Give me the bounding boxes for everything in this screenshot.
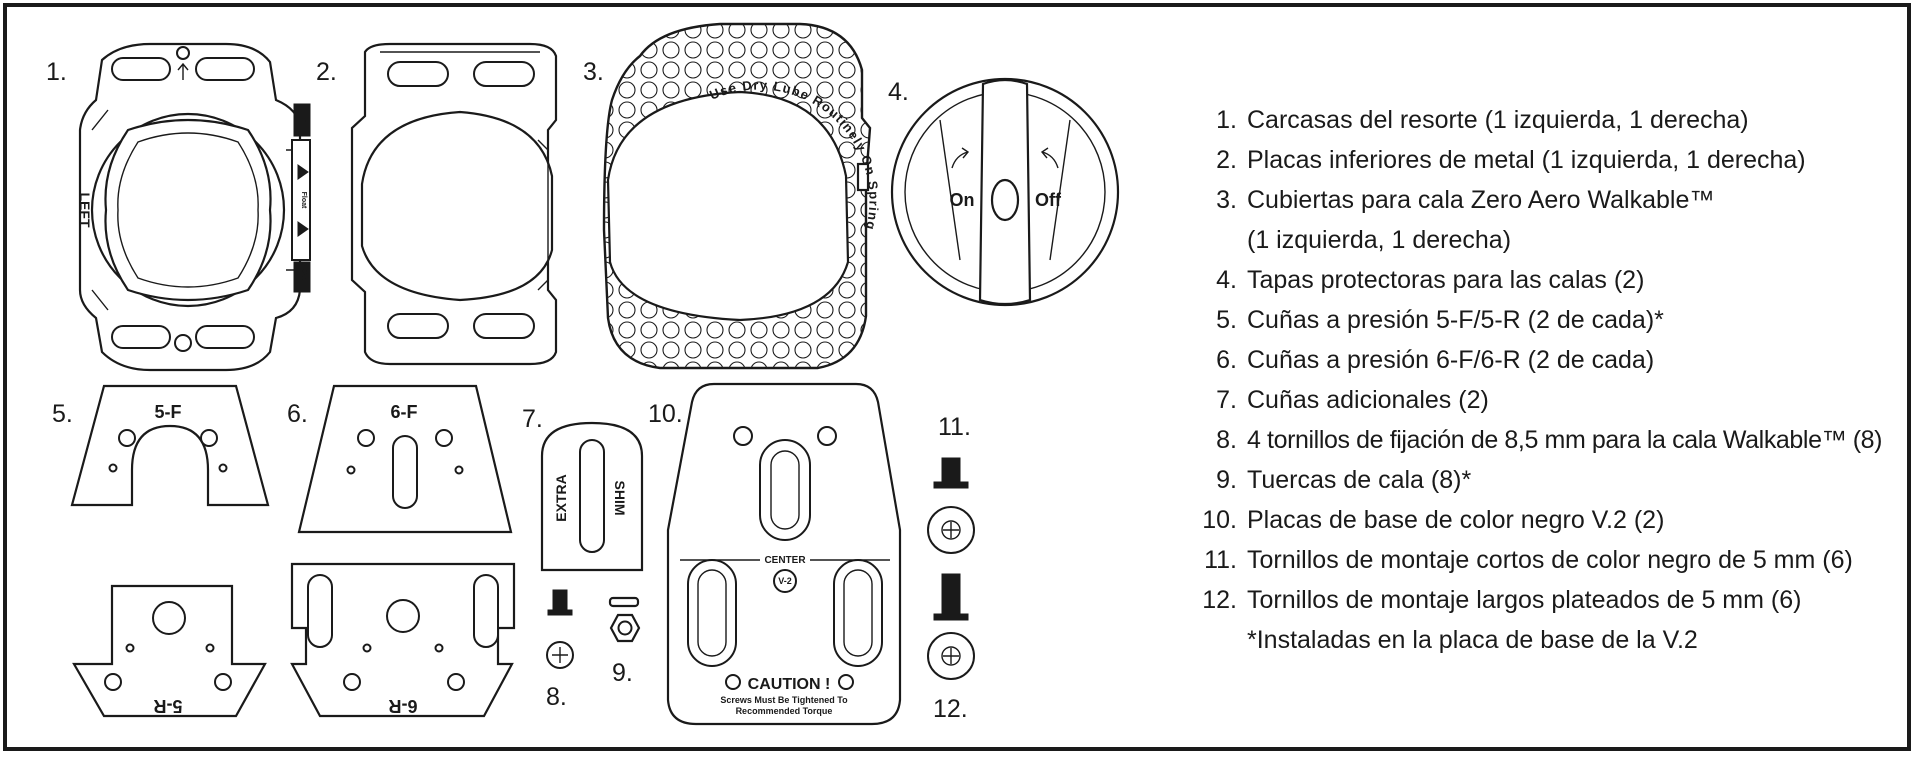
legend-item-number: 4. [1216, 266, 1237, 294]
legend-item-number: 2. [1216, 146, 1237, 174]
legend-item: 5. Cuñas a presión 5-F/5-R (2 de cada)* [1185, 300, 1905, 340]
short-black-screw [927, 457, 975, 554]
parts-legend: 1. Carcasas del resorte (1 izquierda, 1 d… [1185, 100, 1905, 660]
legend-item: 2. Placas inferiores de metal (1 izquierd… [1185, 140, 1905, 180]
legend-item-text: 4 tornillos de fijación de 8,5 mm para l… [1247, 426, 1883, 454]
shim-5r-label: 5-R [153, 696, 182, 716]
float-in-label: In [300, 117, 307, 123]
legend-item-number: 3. [1216, 186, 1237, 214]
legend-footnote-row: *Instaladas en la placa de base de la V.… [1185, 620, 1905, 660]
diagram-frame [3, 3, 1911, 751]
legend-item-text: Cuñas a presión 6-F/6-R (2 de cada) [1247, 346, 1655, 374]
walkable-cover: Use Dry Lube Routinely On Spring [602, 22, 880, 370]
legend-item-number: 6. [1216, 346, 1237, 374]
part-number-12: 12. [933, 695, 968, 723]
legend-item-text: Cubiertas para cala Zero Aero Walkable™ [1247, 186, 1715, 214]
legend-item: 12. Tornillos de montaje largos plateados… [1185, 580, 1905, 620]
center-label: CENTER [764, 555, 806, 566]
legend-item-text: Carcasas del resorte (1 izquierda, 1 der… [1247, 106, 1749, 134]
spring-housing: LEFT In Float Out [77, 42, 311, 372]
off-label: Off [1035, 190, 1062, 210]
on-label: On [950, 190, 975, 210]
part-number-11: 11. [938, 413, 971, 441]
legend-item-text: Cuñas a presión 5-F/5-R (2 de cada)* [1247, 306, 1664, 334]
legend-item: 1. Carcasas del resorte (1 izquierda, 1 d… [1185, 100, 1905, 140]
part-number-2: 2. [316, 58, 337, 86]
base-plate-v2: CENTER V-2 CAUTION ! Screws Must Be Tigh… [666, 382, 902, 726]
shim-6r-label: 6-R [388, 696, 417, 716]
legend-item: 6. Cuñas a presión 6-F/6-R (2 de cada) [1185, 340, 1905, 380]
shim-6f-label: 6-F [391, 402, 418, 422]
legend-item-text: Tornillos de montaje largos plateados de… [1247, 586, 1802, 614]
legend-item: 7. Cuñas adicionales (2) [1185, 380, 1905, 420]
shim-6f: 6-F [297, 384, 513, 534]
legend-item-text: Tornillos de montaje cortos de color neg… [1247, 546, 1853, 574]
shim-5f: 5-F [70, 384, 270, 507]
legend-item: 4. Tapas protectoras para las calas (2) [1185, 260, 1905, 300]
legend-item-number: 8. [1216, 426, 1237, 454]
legend-item-text-continued: (1 izquierda, 1 derecha) [1247, 226, 1512, 254]
cleat-bolt-8-5mm [546, 589, 574, 669]
legend-item: 11. Tornillos de montaje cortos de color … [1185, 540, 1905, 580]
part-number-10: 10. [648, 400, 683, 428]
left-label: LEFT [77, 193, 93, 228]
legend-item: 10. Placas de base de color negro V.2 (2) [1185, 500, 1905, 540]
legend-item-number: 11. [1204, 546, 1237, 574]
float-out-label: Out [300, 269, 307, 282]
lower-metal-plate [350, 42, 558, 366]
screws-torque-line2: Recommended Torque [736, 706, 833, 716]
long-silver-screw [927, 573, 975, 680]
legend-item: 9. Tuercas de cala (8)* [1185, 460, 1905, 500]
part-number-4: 4. [888, 78, 909, 106]
legend-footnote: *Instaladas en la placa de base de la V.… [1247, 626, 1698, 654]
legend-item-text: Tuercas de cala (8)* [1247, 466, 1472, 494]
legend-item-text: Placas inferiores de metal (1 izquierda,… [1247, 146, 1806, 174]
part-number-8: 8. [546, 683, 567, 711]
extra-shim: EXTRA SHIM [540, 421, 644, 572]
legend-item-number: 7. [1216, 386, 1237, 414]
legend-item-number: 12. [1202, 586, 1237, 614]
part-number-5: 5. [52, 400, 73, 428]
legend-item-number: 5. [1216, 306, 1237, 334]
part-number-6: 6. [287, 400, 308, 428]
part-number-1: 1. [46, 58, 67, 86]
legend-item: 8. 4 tornillos de fijación de 8,5 mm para… [1185, 420, 1905, 460]
protective-cap: On Off [890, 77, 1120, 307]
legend-item-text: Tapas protectoras para las calas (2) [1247, 266, 1645, 294]
float-label: Float [300, 192, 307, 209]
screws-torque-line1: Screws Must Be Tightened To [720, 695, 848, 705]
legend-item-number: 1. [1216, 106, 1237, 134]
part-number-7: 7. [522, 405, 543, 433]
part-number-9: 9. [612, 659, 633, 687]
legend-item-text: Placas de base de color negro V.2 (2) [1247, 506, 1665, 534]
shim-5f-label: 5-F [155, 402, 182, 422]
extra-label: EXTRA [553, 474, 569, 521]
caution-label: CAUTION ! [748, 676, 831, 693]
legend-item-text: Cuñas adicionales (2) [1247, 386, 1489, 414]
legend-item-number: 10. [1202, 506, 1237, 534]
legend-item: 3. Cubiertas para cala Zero Aero Walkable… [1185, 180, 1905, 260]
shim-label: SHIM [612, 481, 628, 516]
cleat-nut [608, 596, 641, 643]
v2-label: V-2 [778, 576, 792, 586]
shim-6r: 6-R [290, 562, 516, 718]
shim-5r: 5-R [72, 584, 267, 718]
legend-item-number: 9. [1216, 466, 1237, 494]
part-number-3: 3. [583, 58, 604, 86]
